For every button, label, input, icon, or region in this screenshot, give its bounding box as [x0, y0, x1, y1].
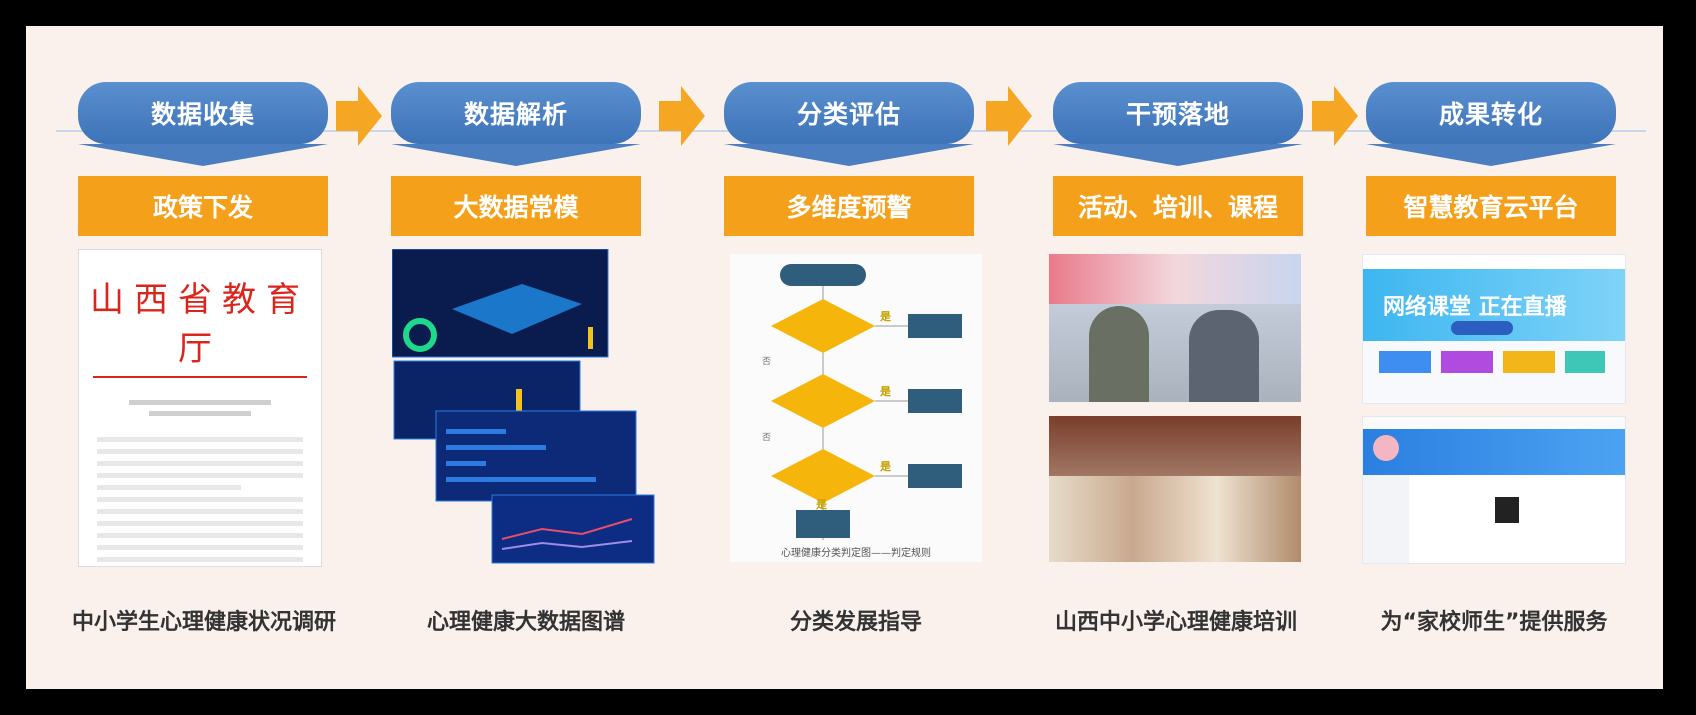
stage-title: 成果转化	[1366, 82, 1616, 144]
arrow-right-icon	[986, 86, 1032, 146]
stage-caption: 分类发展指导	[789, 610, 922, 635]
stage-caption: 心理健康大数据图谱	[426, 610, 625, 635]
flow-yes-label: 是	[879, 385, 892, 398]
training-photo-bottom	[1049, 416, 1301, 562]
workflow-canvas: 数据收集 政策下发 数据解析 大数据常模 分类评估 多维度预警 干预落地 活动、…	[26, 26, 1663, 689]
flow-no-label: 否	[762, 356, 771, 367]
platform-screenshot-bottom	[1362, 416, 1626, 564]
stage-caption: 为“家校师生”提供服务	[1380, 610, 1608, 635]
stage-subtitle: 智慧教育云平台	[1366, 176, 1616, 236]
stage-caption: 中小学生心理健康状况调研	[71, 610, 336, 635]
policy-document-image: 山西省教育厅	[78, 249, 322, 567]
document-divider	[93, 376, 307, 378]
stage-pointer	[1366, 144, 1616, 166]
stage-caption: 山西中小学心理健康培训	[1054, 610, 1297, 635]
stage-pointer	[724, 144, 974, 166]
arrow-right-icon	[1312, 86, 1358, 146]
stage-pointer	[78, 144, 328, 166]
arrow-right-icon	[659, 86, 705, 146]
flow-no-label: 否	[762, 432, 771, 443]
platform-screenshot-top: 网络课堂 正在直播	[1362, 254, 1626, 404]
classification-flowchart-image: 是 是 是 否 否 是 心理健康分类判定图——判定规则	[730, 254, 982, 562]
stage-title: 干预落地	[1053, 82, 1303, 144]
bigdata-dashboard-image	[392, 249, 658, 565]
flow-yes-label: 是	[879, 310, 892, 323]
training-photo-top	[1049, 254, 1301, 402]
stage-title: 分类评估	[724, 82, 974, 144]
stage-title: 数据解析	[391, 82, 641, 144]
flow-yes-label: 是	[879, 460, 892, 473]
stage-subtitle: 多维度预警	[724, 176, 974, 236]
flowchart-footer: 心理健康分类判定图——判定规则	[781, 546, 931, 559]
stage-subtitle: 活动、培训、课程	[1053, 176, 1303, 236]
stage-subtitle: 政策下发	[78, 176, 328, 236]
flow-yes-label: 是	[815, 498, 828, 511]
stage-pointer	[1053, 144, 1303, 166]
document-org-title: 山西省教育厅	[90, 280, 310, 369]
stage-subtitle: 大数据常模	[391, 176, 641, 236]
stage-pointer	[391, 144, 641, 166]
stage-title: 数据收集	[78, 82, 328, 144]
arrow-right-icon	[336, 86, 382, 146]
live-banner-text: 网络课堂 正在直播	[1383, 295, 1567, 320]
